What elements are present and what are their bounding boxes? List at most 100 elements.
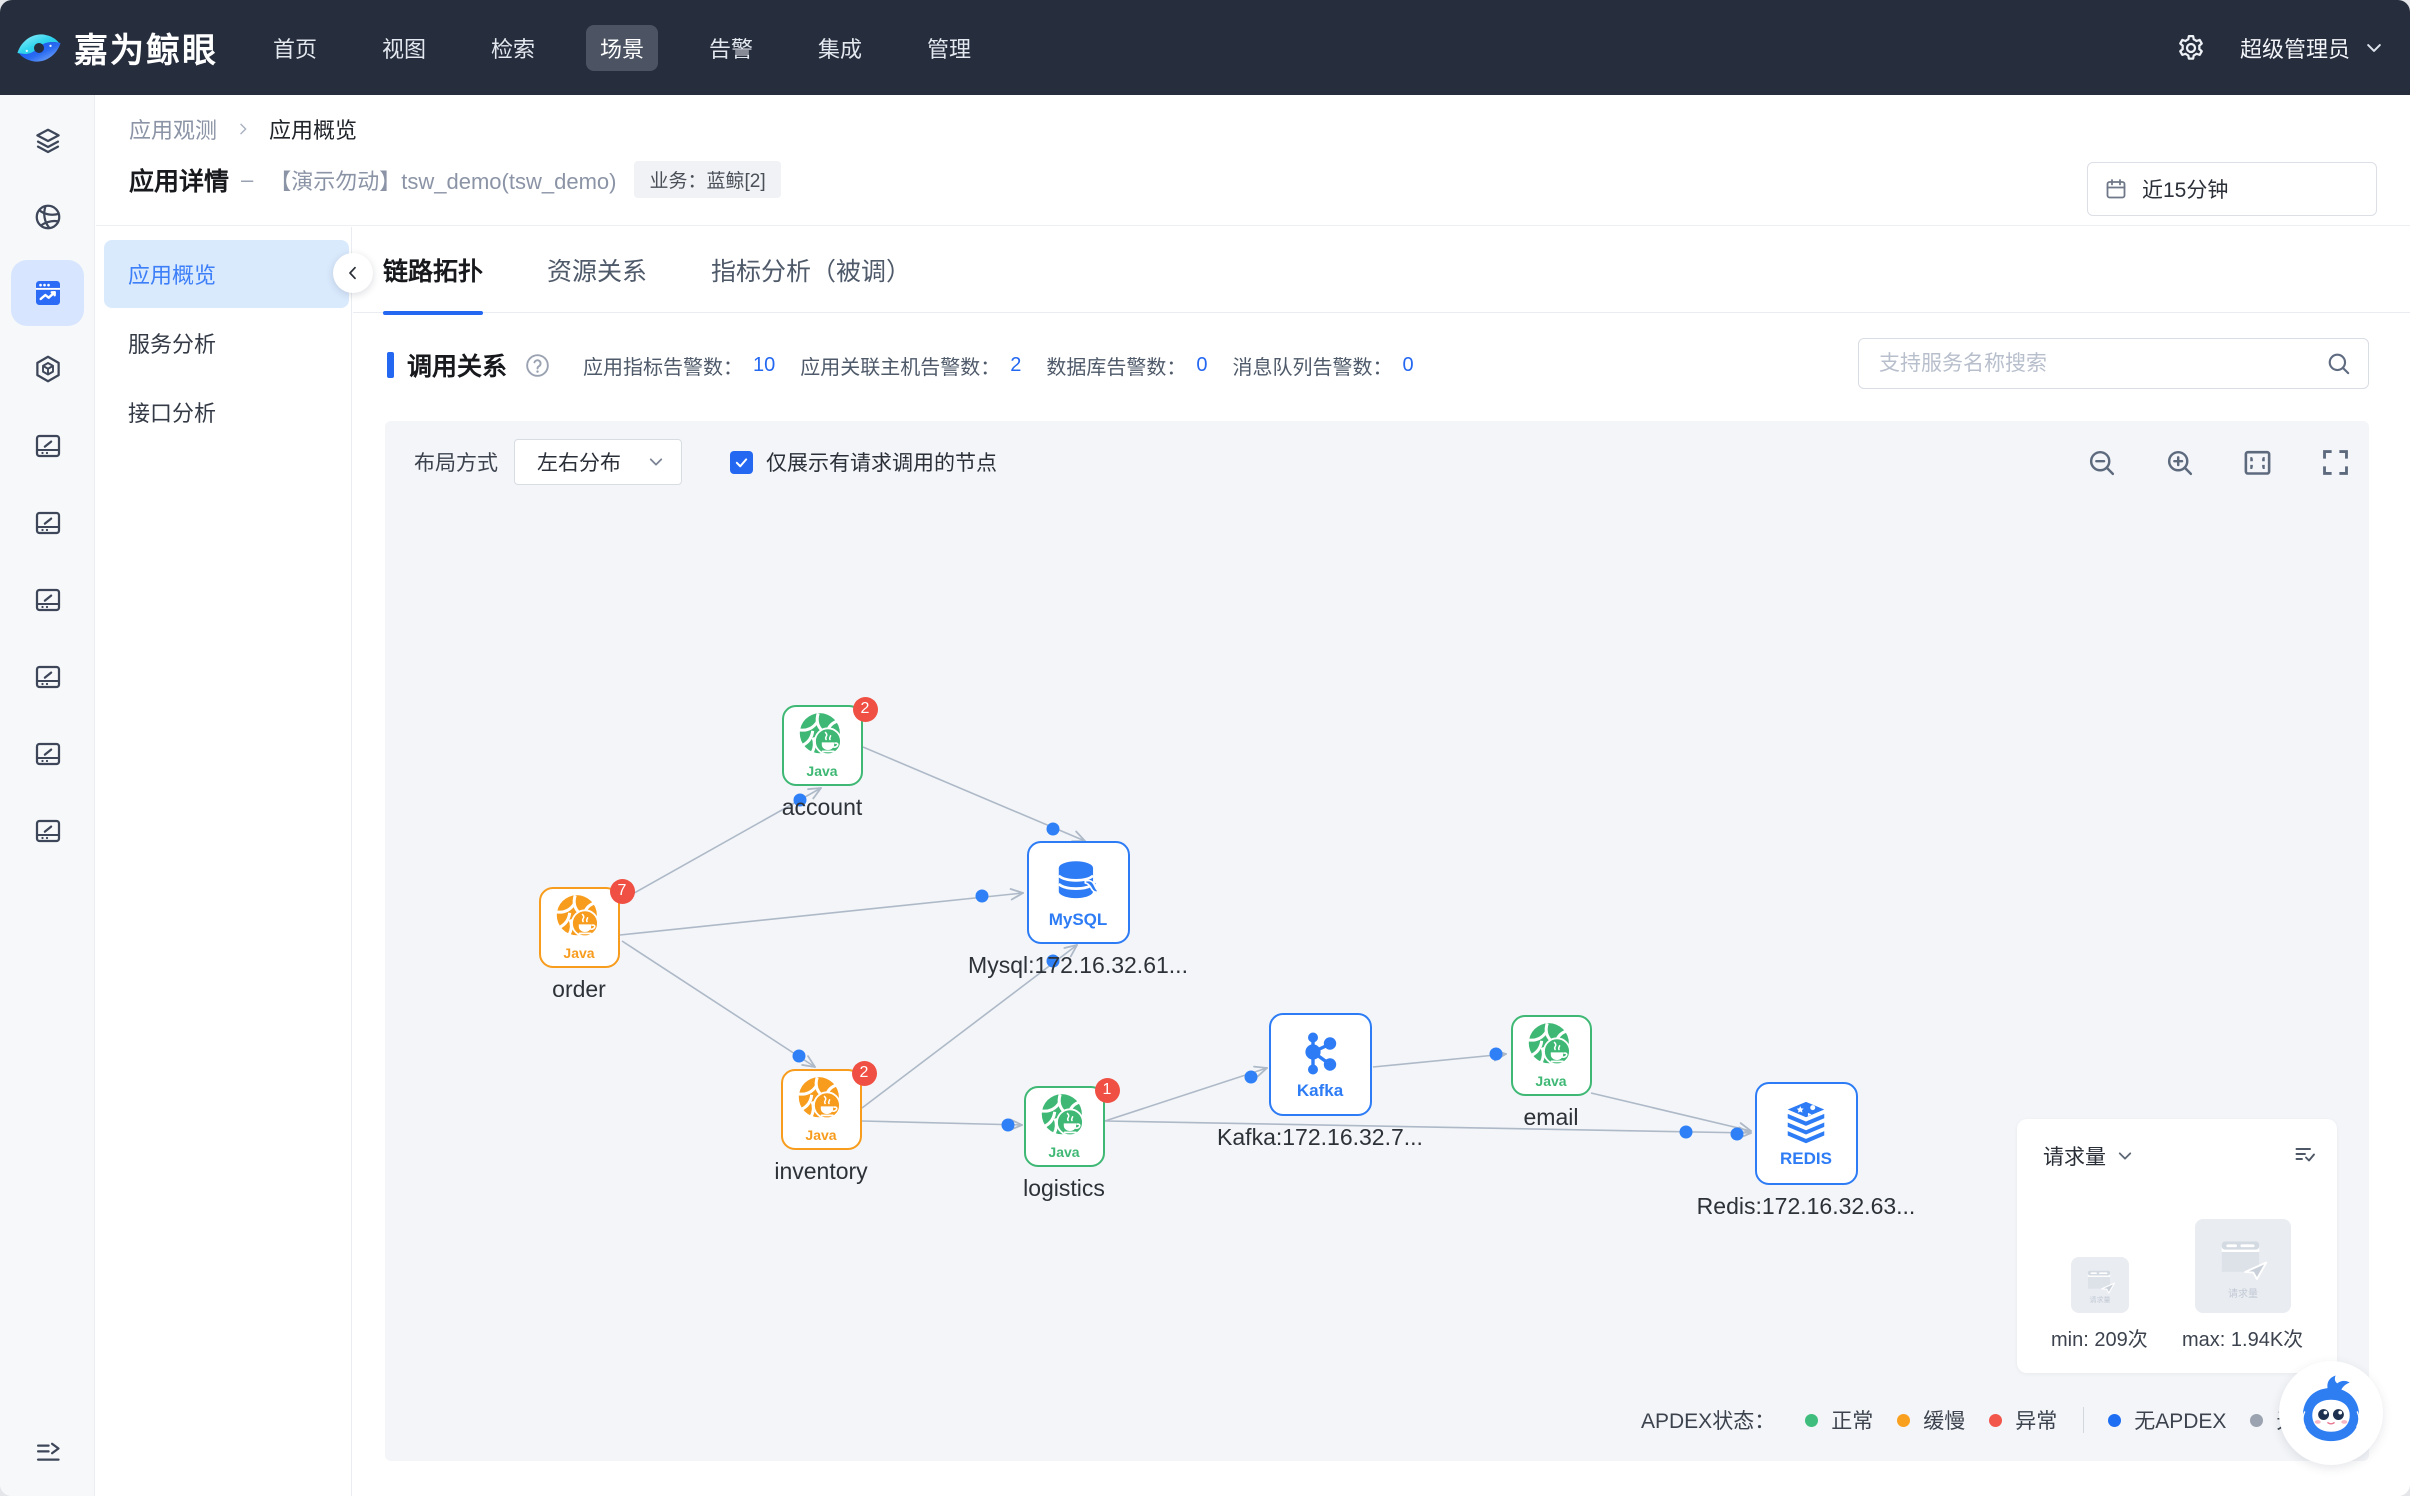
dashboard-icon (33, 662, 63, 692)
fit-view-icon[interactable] (2242, 447, 2273, 478)
brand[interactable]: 嘉为鲸眼 (16, 0, 218, 95)
search-input[interactable] (1879, 351, 2325, 376)
tab-2[interactable]: 资源关系 (547, 257, 648, 286)
sidebar-item-3[interactable]: 接口分析 (128, 401, 217, 426)
rail-item-10[interactable] (0, 814, 95, 848)
brand-logo-icon (16, 28, 62, 68)
search-icon[interactable] (2325, 350, 2352, 377)
nav-item-2[interactable]: 视图 (381, 36, 426, 62)
node-email[interactable]: Java (1510, 1014, 1592, 1096)
stat-value[interactable]: 10 (753, 353, 776, 376)
nav-item-1[interactable]: 首页 (272, 36, 317, 62)
layout-select[interactable]: 左右分布 (514, 439, 682, 485)
rail-item-4[interactable] (0, 352, 95, 386)
tab-1[interactable]: 链路拓扑 (383, 227, 484, 315)
legend-divider (2083, 1407, 2085, 1433)
nav-item-6[interactable]: 集成 (817, 36, 862, 62)
main-nav: 首页 视图 检索 场景 告警 集成 管理 (259, 0, 985, 95)
breadcrumb: 应用观测 应用概览 (129, 113, 357, 145)
alert-badge: 7 (609, 878, 635, 904)
rail-item-7[interactable] (0, 583, 95, 617)
java-icon (1525, 1021, 1577, 1073)
rail-item-1[interactable] (0, 124, 95, 158)
node-mysql[interactable]: MySQL (1026, 840, 1130, 944)
zoom-in-icon[interactable] (2164, 447, 2195, 478)
metric-thumbnail-max[interactable]: 请求量 (2195, 1219, 2291, 1313)
metric-title[interactable]: 请求量 (2043, 1146, 2106, 1169)
user-menu[interactable]: 超级管理员 (2240, 32, 2384, 64)
stat-label: 消息队列告警数： (1232, 356, 1393, 379)
node-kafka[interactable]: Kafka (1268, 1012, 1372, 1116)
node-icon-text: MySQL (1048, 909, 1108, 929)
nav-item-7[interactable]: 管理 (926, 36, 971, 62)
sidebar-item-2[interactable]: 服务分析 (128, 332, 217, 357)
request-nodes-checkbox[interactable]: 仅展示有请求调用的节点 (717, 447, 997, 477)
node-redis[interactable]: REDIS (1754, 1081, 1858, 1185)
fullscreen-icon[interactable] (2320, 447, 2351, 478)
section-title: 调用关系 (407, 353, 508, 381)
legend-dot (1897, 1413, 1911, 1427)
nav-item-4[interactable]: 场景 (586, 24, 658, 71)
sidebar-collapse-button[interactable] (333, 253, 373, 293)
legend-dot (2250, 1413, 2264, 1427)
sidebar-menu: 应用概览服务分析接口分析 (96, 227, 352, 1496)
apdex-legend: APDEX状态：正常缓慢异常无APDEX无 (1641, 1405, 2297, 1435)
stat-1: 应用指标告警数：10 (583, 351, 775, 380)
node-icon-text: Kafka (1296, 1080, 1344, 1100)
time-range-picker[interactable]: 近15分钟 (2087, 162, 2377, 216)
metric-chevron-down-icon[interactable] (2116, 1147, 2134, 1165)
assistant-mascot[interactable] (2279, 1361, 2383, 1465)
expand-menu-icon (34, 1438, 62, 1466)
edge-traffic-dot (1679, 1125, 1693, 1139)
chevron-left-icon (345, 265, 361, 281)
sidebar-item-1[interactable]: 应用概览 (104, 240, 349, 308)
breadcrumb-parent[interactable]: 应用观测 (129, 118, 218, 143)
legend-item-3: 异常 (1989, 1405, 2057, 1435)
metric-max: max: 1.94K次 (2182, 1329, 2304, 1351)
zoom-out-icon[interactable] (2086, 447, 2117, 478)
hexagon-cube-icon (33, 354, 63, 384)
dashboard-icon (33, 585, 63, 615)
java-icon (553, 893, 605, 945)
thumb-label: 请求量 (2089, 1297, 2111, 1305)
edge-order-to-account (619, 787, 822, 902)
rail-item-active[interactable] (11, 260, 84, 326)
checkbox-label: 仅展示有请求调用的节点 (766, 452, 997, 475)
nav-item-3[interactable]: 检索 (490, 36, 535, 62)
stat-3: 数据库告警数： 0 (1046, 351, 1207, 380)
rail-expand-button[interactable] (0, 1435, 95, 1469)
request-thumb-icon (2083, 1265, 2118, 1299)
rail-item-2[interactable] (0, 200, 95, 234)
rail-item-6[interactable] (0, 506, 95, 540)
metric-panel-header: 请求量 (2043, 1141, 2317, 1171)
nav-item-5[interactable]: 告警 (708, 36, 753, 62)
edge-order-to-inventory (621, 940, 816, 1068)
edge-traffic-dot (1046, 954, 1060, 968)
settings-gear-icon[interactable] (2176, 33, 2206, 63)
stat-value[interactable]: 2 (1010, 353, 1022, 376)
rail-item-8[interactable] (0, 660, 95, 694)
metric-thumbnail-min[interactable]: 请求量 (2071, 1257, 2129, 1313)
metric-sort-icon[interactable] (2293, 1143, 2317, 1167)
node-label-inventory: inventory (774, 1157, 868, 1184)
legend-text: 正常 (1831, 1410, 1874, 1433)
edge-logistics-to-redis (1104, 1120, 1752, 1139)
globe-icon (33, 202, 63, 232)
page-header: 应用观测 应用概览 应用详情 – 【演示勿动】tsw_demo(tsw_demo… (96, 95, 2410, 226)
tab-3[interactable]: 指标分析（被调） (711, 257, 912, 286)
node-icon-text: Java (1535, 1073, 1567, 1089)
layout-select-value: 左右分布 (537, 452, 621, 475)
rail-item-5[interactable] (0, 429, 95, 463)
help-icon[interactable] (524, 352, 551, 379)
stat-value[interactable]: 0 (1402, 353, 1414, 376)
stat-label: 数据库告警数： (1046, 356, 1187, 379)
rail-item-9[interactable] (0, 737, 95, 771)
stat-value[interactable]: 0 (1196, 353, 1208, 376)
